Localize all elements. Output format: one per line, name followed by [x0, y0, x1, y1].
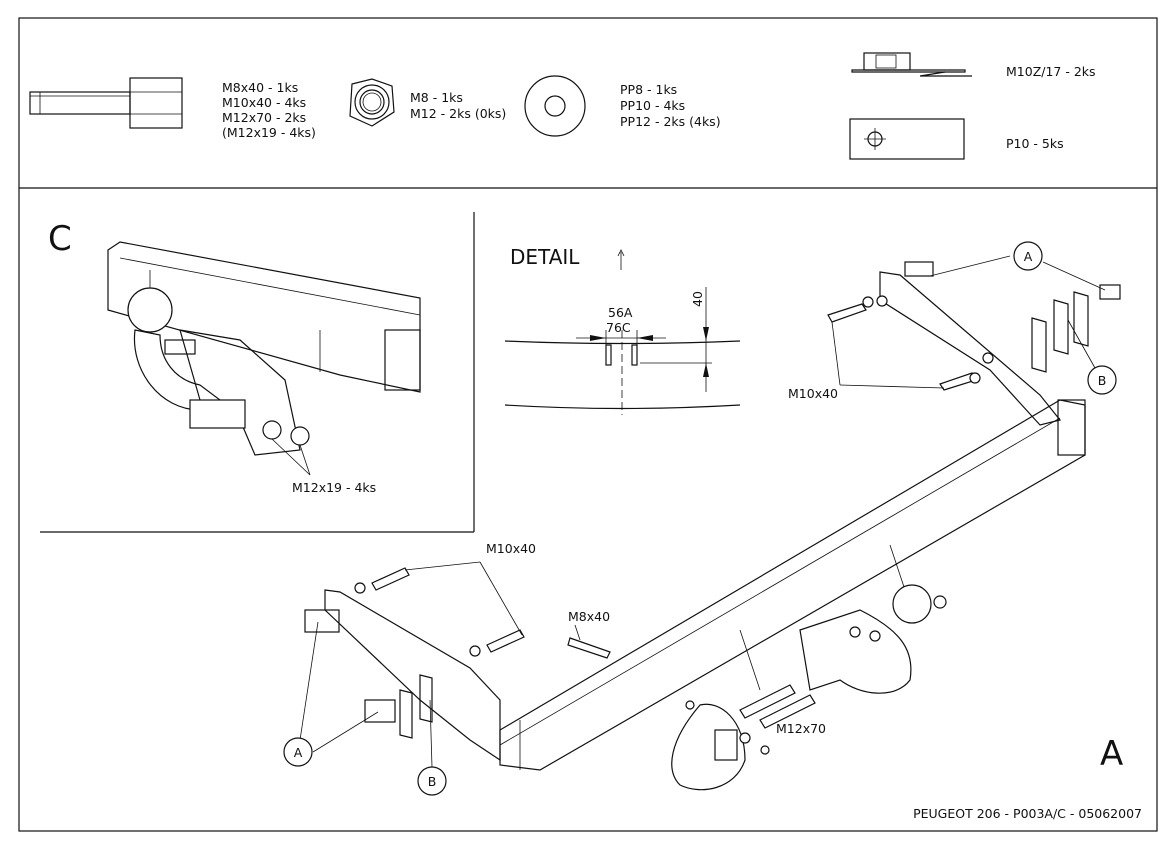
label-m10x40-right: M10x40	[788, 386, 838, 401]
detail-dim-76c: 76C	[606, 320, 631, 335]
bolt-list: M8x40 - 1ks M10x40 - 4ks M12x70 - 2ks (M…	[222, 80, 316, 140]
detail-section	[504, 287, 741, 415]
main-crossbar	[499, 399, 1086, 771]
detail-title: DETAIL	[510, 245, 580, 269]
right-bracket	[827, 261, 1121, 426]
bolt-icon	[29, 77, 183, 129]
label-m10x40-left: M10x40	[486, 541, 536, 556]
view-c-towbar	[107, 241, 421, 476]
cage-nut-icon	[851, 52, 972, 77]
plate-p10: P10 - 5ks	[1006, 136, 1064, 151]
nut-m8: M8 - 1ks	[410, 90, 463, 105]
bolt-m12x19: (M12x19 - 4ks)	[222, 125, 316, 140]
arrow-up-icon	[617, 249, 625, 270]
tow-ball	[739, 584, 947, 729]
drawing-border	[18, 17, 1158, 832]
view-a-letter: A	[1100, 734, 1123, 774]
label-m12x70: M12x70	[776, 721, 826, 736]
label-m8x40: M8x40	[568, 609, 610, 624]
washer-list: PP8 - 1ks PP10 - 4ks PP12 - 2ks (4ks)	[620, 82, 721, 129]
cage-nut-m10z17: M10Z/17 - 2ks	[1006, 64, 1096, 79]
washer-pp12: PP12 - 2ks (4ks)	[620, 114, 721, 129]
plate-icon	[849, 118, 965, 160]
callout-b-label: B	[428, 774, 437, 789]
view-c-letter: C	[48, 219, 72, 259]
nut-icon	[349, 78, 395, 127]
callout-a-left: A	[283, 737, 313, 767]
washer-icon	[524, 75, 586, 137]
nut-m12: M12 - 2ks (0ks)	[410, 106, 506, 121]
callout-b-top: B	[1087, 365, 1117, 395]
view-c-bolt-label: M12x19 - 4ks	[292, 480, 376, 495]
detail-dim-56a: 56A	[608, 305, 633, 320]
callout-b-left: B	[417, 766, 447, 796]
drawing-title-block: PEUGEOT 206 - P003A/C - 05062007	[913, 806, 1142, 821]
view-c-panel	[40, 212, 475, 533]
leader-lines	[299, 255, 1106, 768]
washer-pp10: PP10 - 4ks	[620, 98, 685, 113]
bolt-m10x40: M10x40 - 4ks	[222, 95, 306, 110]
callout-a-label: A	[1024, 249, 1033, 264]
bolt-m12x70: M12x70 - 2ks	[222, 110, 306, 125]
callout-a-label: A	[294, 745, 303, 760]
callout-a-top: A	[1013, 241, 1043, 271]
callout-b-label: B	[1098, 373, 1107, 388]
bolt-m8x40: M8x40 - 1ks	[222, 80, 298, 95]
washer-pp8: PP8 - 1ks	[620, 82, 677, 97]
left-bracket	[304, 567, 611, 762]
detail-dim-40: 40	[690, 291, 705, 307]
electrical-socket	[671, 700, 770, 791]
nut-list: M8 - 1ks M12 - 2ks (0ks)	[410, 90, 506, 121]
